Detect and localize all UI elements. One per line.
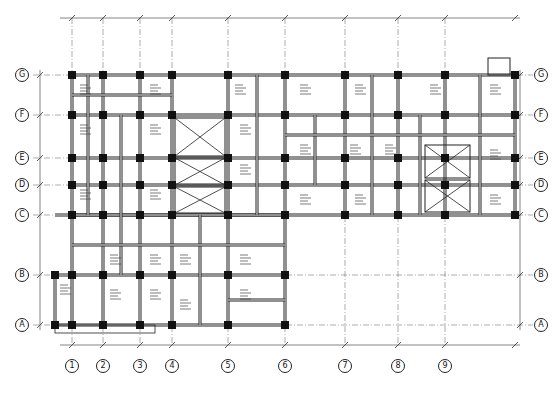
axis-bubble: 4 (165, 359, 179, 373)
axis-bubble: 9 (438, 359, 452, 373)
axis-label: A (19, 321, 24, 329)
axis-bubble: G (534, 68, 548, 82)
axis-label: G (19, 71, 25, 79)
axis-label: 2 (100, 362, 105, 370)
axis-label: 1 (69, 362, 74, 370)
axis-bubble: D (534, 178, 548, 192)
axis-label: 7 (342, 362, 347, 370)
beams (55, 58, 515, 333)
axis-label: D (19, 181, 25, 189)
axis-label: 3 (137, 362, 142, 370)
axis-label: G (538, 71, 544, 79)
axis-label: 6 (282, 362, 287, 370)
axis-label: E (538, 154, 543, 162)
axis-label: F (539, 111, 544, 119)
axis-bubble: 5 (221, 359, 235, 373)
axis-label: 4 (169, 362, 174, 370)
axis-label: D (538, 181, 544, 189)
axis-bubble: F (15, 108, 29, 122)
axis-label: C (19, 211, 25, 219)
slab-annotations (60, 85, 501, 309)
axis-bubble: C (534, 208, 548, 222)
axis-bubble: D (15, 178, 29, 192)
axis-bubble: C (15, 208, 29, 222)
axis-bubble: A (534, 318, 548, 332)
axis-lines (33, 15, 533, 348)
axis-bubble: 2 (96, 359, 110, 373)
axis-bubble: E (15, 151, 29, 165)
axis-label: A (538, 321, 543, 329)
shaft-openings (175, 118, 470, 213)
axis-bubble: 8 (391, 359, 405, 373)
axis-bubble: 6 (278, 359, 292, 373)
axis-label: C (538, 211, 544, 219)
axis-label: 5 (225, 362, 230, 370)
columns (51, 71, 519, 329)
axis-bubble: A (15, 318, 29, 332)
axis-label: 8 (395, 362, 400, 370)
axis-bubble: B (15, 268, 29, 282)
axis-bubble: 7 (338, 359, 352, 373)
axis-label: E (19, 154, 24, 162)
axis-label: B (538, 271, 544, 279)
axis-bubble: G (15, 68, 29, 82)
axis-label: F (20, 111, 25, 119)
axis-bubble: F (534, 108, 548, 122)
axis-label: B (19, 271, 25, 279)
axis-bubble: B (534, 268, 548, 282)
axis-label: 9 (442, 362, 447, 370)
axis-bubble: 3 (133, 359, 147, 373)
axis-bubble: E (534, 151, 548, 165)
axis-bubble: 1 (65, 359, 79, 373)
